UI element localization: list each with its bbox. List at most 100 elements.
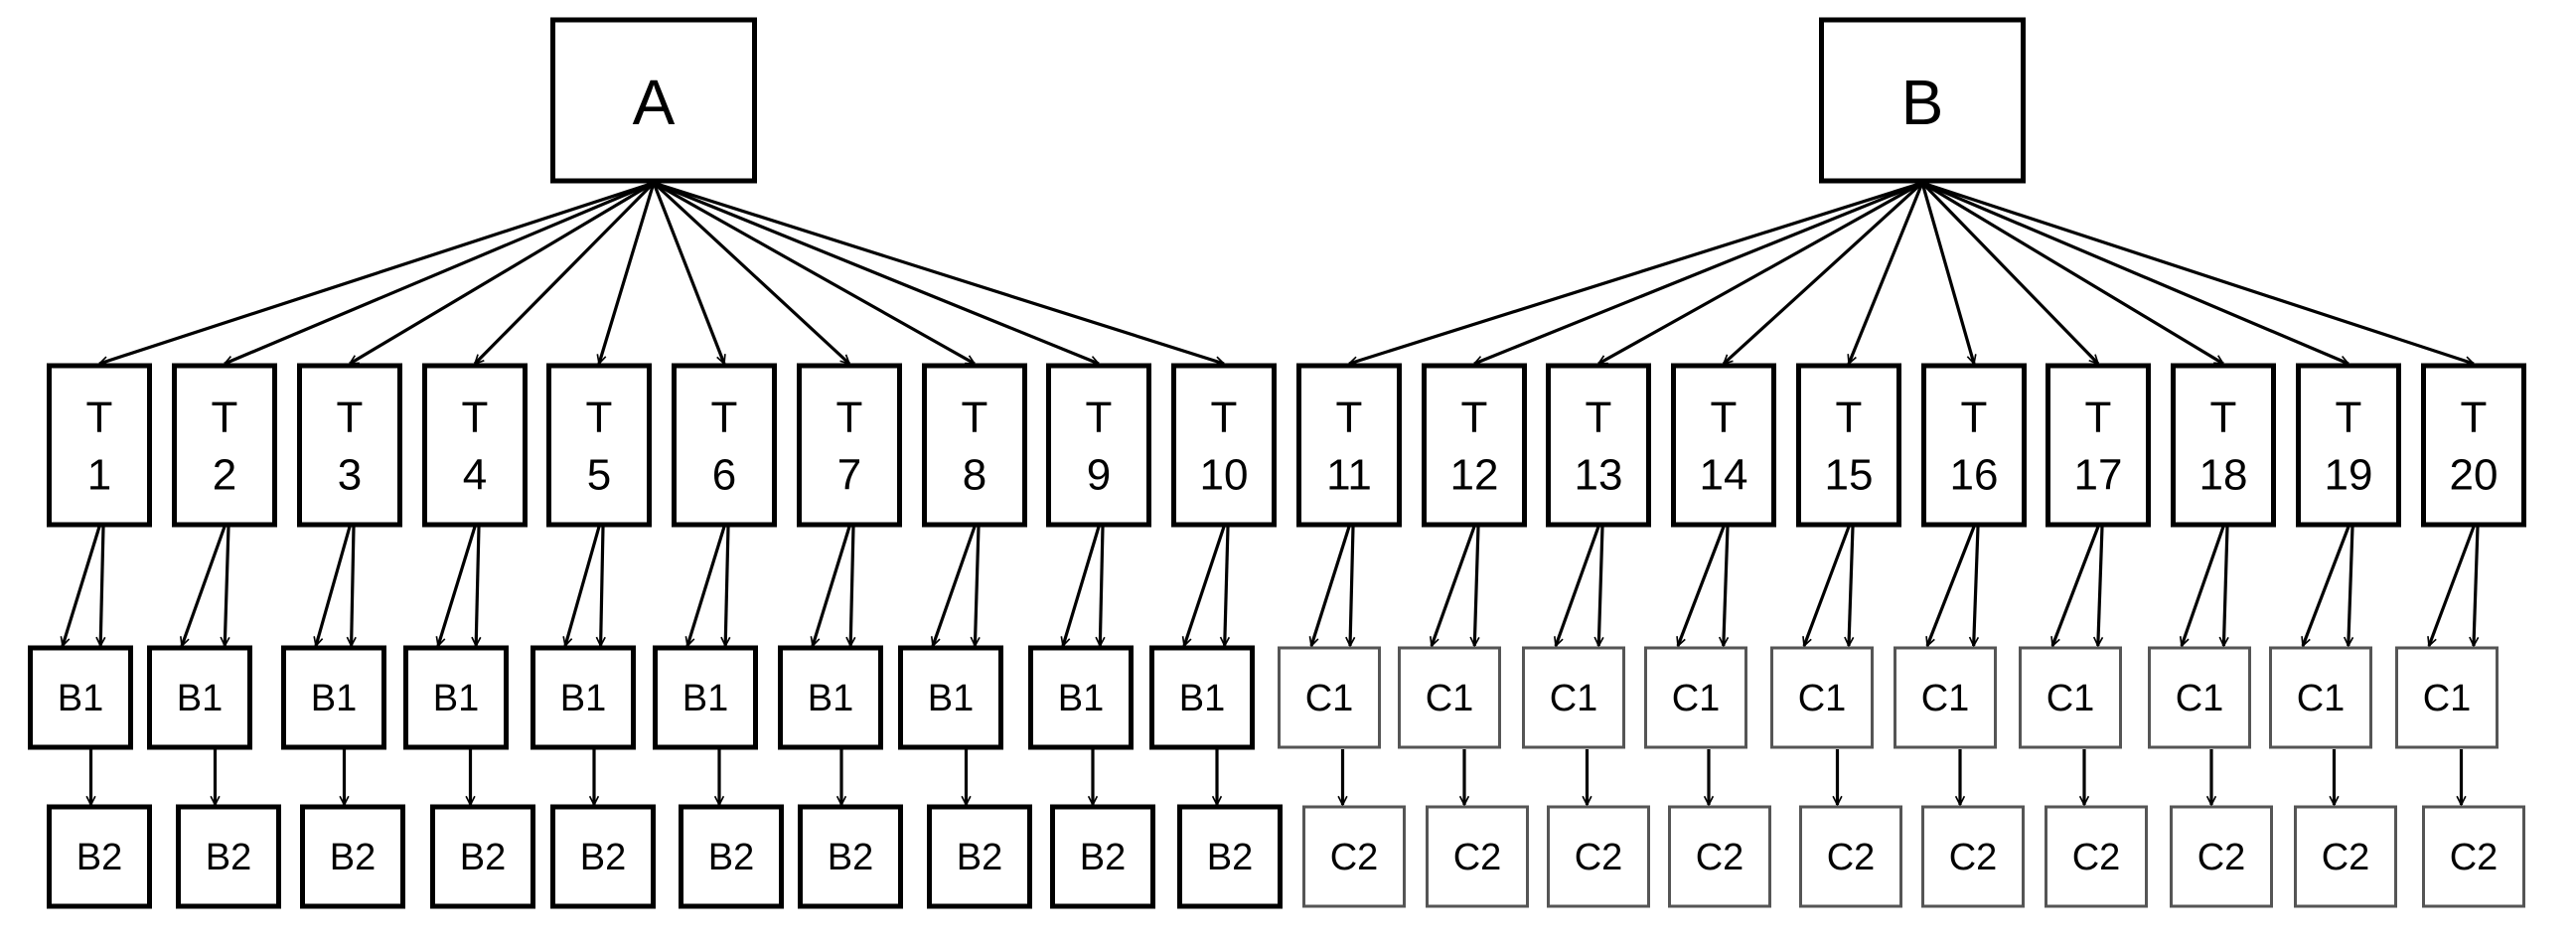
task-label-letter: T — [2085, 394, 2112, 442]
task-node-2-box — [172, 363, 277, 528]
edge-root-to-t14 — [1724, 181, 1924, 364]
task-label-number: 8 — [963, 451, 986, 500]
level2-node: C2 — [1547, 805, 1650, 908]
task-node-11: T 11 — [1296, 363, 1402, 528]
level1-node: C1 — [2269, 646, 2372, 749]
task-label-number: 5 — [587, 451, 611, 500]
task-label-number: 6 — [712, 451, 736, 500]
task-label-number: 10 — [1200, 451, 1249, 500]
edge-root-to-t3 — [350, 181, 655, 366]
edge-t-to-l1-a — [182, 526, 227, 646]
level1-label: C1 — [2176, 678, 2224, 719]
level2-node-box — [1302, 805, 1406, 908]
edge-t-to-l1-b — [352, 526, 354, 646]
level2-label: C2 — [1330, 837, 1379, 878]
level1-node-box — [403, 645, 509, 750]
level1-label: C1 — [1672, 678, 1721, 719]
task-label-letter: T — [2210, 394, 2237, 442]
level2-node: B2 — [1177, 804, 1283, 909]
level2-label: C2 — [1453, 837, 1502, 878]
edge-root-to-t6 — [652, 182, 724, 364]
edge-t-to-l1-a — [438, 526, 477, 646]
edge-t-to-l1-a — [2052, 526, 2100, 646]
level2-label: C2 — [2197, 837, 2246, 878]
level2-node-box — [2294, 805, 2397, 908]
level2-node: C2 — [2045, 805, 2148, 908]
edge-root-to-t13 — [1598, 181, 1923, 366]
level2-label: C2 — [1827, 837, 1876, 878]
task-label-number: 1 — [87, 451, 111, 500]
level1-node-box — [530, 645, 636, 750]
level2-label: B2 — [708, 837, 754, 878]
task-label-letter: T — [2336, 394, 2362, 442]
edge-t-to-l1-a — [2429, 526, 2476, 646]
level1-node-box — [1894, 646, 1997, 749]
edge-t-to-l1-a — [1678, 526, 1726, 646]
level1-label: B1 — [1058, 678, 1104, 719]
edge-t-to-l1-a — [687, 526, 726, 646]
task-label-letter: T — [711, 394, 738, 442]
task-node-5: T5 — [546, 363, 652, 528]
level2-label: B2 — [957, 837, 1002, 878]
task-node-13-box — [1546, 363, 1651, 528]
level2-node-box — [1668, 805, 1771, 908]
level2-label: B2 — [330, 837, 376, 878]
level2-node: B2 — [798, 804, 903, 909]
task-label-letter: T — [462, 394, 489, 442]
level2-node-box — [176, 804, 281, 909]
level1-node: C1 — [1278, 646, 1381, 749]
edge-t-to-l1-b — [1225, 526, 1228, 646]
edge-t-to-l1-a — [1311, 526, 1351, 646]
task-label-number: 11 — [1326, 451, 1372, 500]
task-node-15-box — [1796, 363, 1901, 528]
level1-node-box — [2019, 646, 2122, 749]
level2-node: B2 — [300, 804, 405, 909]
level2-node-box — [2170, 805, 2273, 908]
level1-node: B1 — [281, 645, 386, 750]
level2-node-box — [300, 804, 405, 909]
task-node-3: T3 — [297, 363, 402, 528]
level2-node: B2 — [679, 804, 784, 909]
level1-node: B1 — [778, 645, 883, 750]
level2-label: B2 — [460, 837, 506, 878]
level1-node: B1 — [1028, 645, 1134, 750]
task-node-7: T7 — [797, 363, 902, 528]
task-label-number: 18 — [2199, 451, 2248, 500]
level1-label: B1 — [1179, 678, 1225, 719]
task-node-7-box — [797, 363, 902, 528]
task-node-17-box — [2046, 363, 2151, 528]
task-node-17: T17 — [2046, 363, 2151, 528]
task-label-letter: T — [1211, 394, 1238, 442]
task-node-9-box — [1046, 363, 1151, 528]
task-label-number: 4 — [463, 451, 487, 500]
task-label-letter: T — [1336, 394, 1363, 442]
task-node-10: T 10 — [1171, 363, 1277, 528]
task-label-letter: T — [1711, 394, 1738, 442]
task-label-letter: T — [86, 394, 113, 442]
level2-label: B2 — [1080, 837, 1126, 878]
level1-node: B1 — [28, 645, 133, 750]
task-node-5-box — [546, 363, 652, 528]
level1-node-box — [1770, 646, 1874, 749]
task-node-18-box — [2171, 363, 2276, 528]
level1-label: C1 — [2046, 678, 2095, 719]
level2-node: C2 — [1302, 805, 1406, 908]
task-node-15: T15 — [1796, 363, 1901, 528]
edge-t-to-l1-b — [725, 526, 728, 646]
task-label-letter: T — [1086, 394, 1113, 442]
task-label-letter: T — [962, 394, 988, 442]
edge-t-to-l1-b — [1849, 526, 1855, 646]
level1-node-box — [1149, 645, 1255, 750]
task-label-number: 19 — [2325, 451, 2373, 500]
edge-t-to-l1-b — [1974, 526, 1980, 646]
task-node-19: T 19 — [2296, 363, 2401, 528]
task-label-number: 2 — [213, 451, 236, 500]
edge-t-to-l1-b — [2474, 526, 2480, 646]
task-node-8-box — [922, 363, 1027, 528]
level1-label: B1 — [682, 678, 728, 719]
edge-root-to-t5 — [599, 182, 656, 364]
edge-t-to-l1-a — [2303, 526, 2350, 646]
task-node-2: T2 — [172, 363, 277, 528]
root-label: A — [633, 67, 676, 138]
